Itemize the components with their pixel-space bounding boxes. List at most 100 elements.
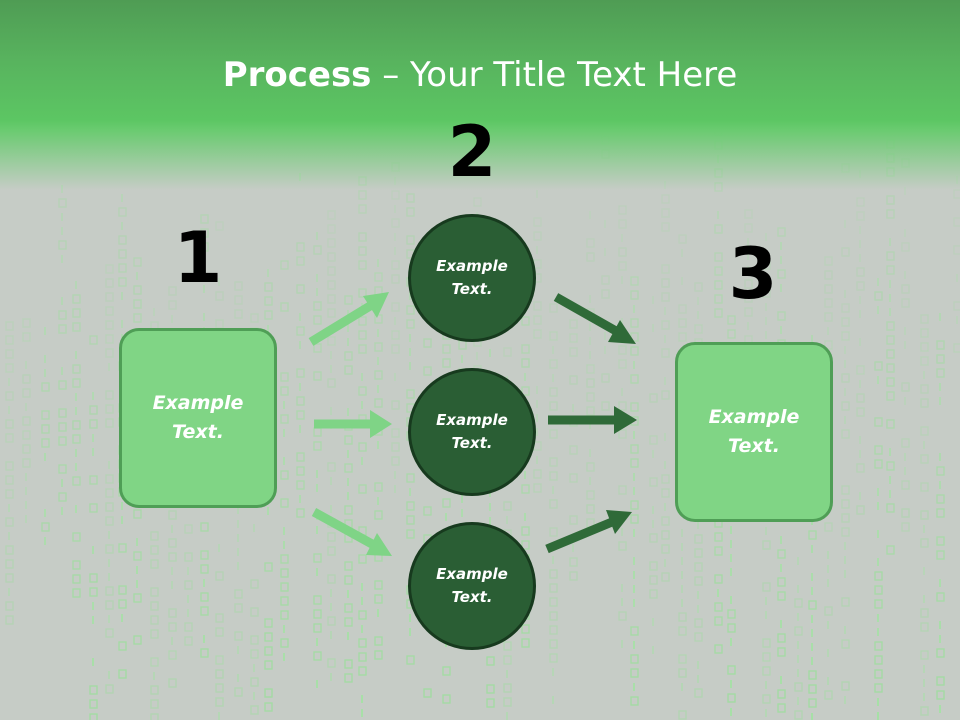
code-glyph (586, 462, 595, 472)
code-glyph (203, 579, 205, 587)
code-glyph (652, 646, 654, 654)
code-glyph (762, 540, 771, 550)
code-glyph (283, 527, 285, 535)
code-glyph (920, 328, 929, 338)
code-glyph (105, 264, 114, 274)
code-glyph (780, 564, 782, 572)
code-glyph (694, 548, 703, 558)
step-1-box[interactable]: Example Text. (119, 328, 277, 508)
code-glyph (586, 238, 595, 248)
code-glyph (886, 265, 895, 275)
code-glyph (391, 330, 400, 340)
code-glyph (361, 695, 363, 703)
code-glyph (811, 643, 813, 651)
code-glyph (874, 291, 883, 301)
code-glyph (936, 550, 945, 560)
code-glyph (621, 584, 623, 592)
code-glyph (237, 562, 239, 570)
code-glyph (253, 524, 255, 532)
code-glyph (358, 316, 367, 326)
code-glyph (184, 636, 193, 646)
code-glyph (939, 579, 941, 587)
step-3-box[interactable]: Example Text. (675, 342, 833, 522)
code-glyph (589, 477, 591, 485)
code-glyph (358, 386, 367, 396)
code-glyph (8, 532, 10, 540)
code-glyph (316, 680, 318, 688)
code-glyph (569, 319, 578, 329)
step-2-circle-3[interactable]: Example Text. (408, 522, 536, 650)
step-2-circle-2[interactable]: Example Text. (408, 368, 536, 496)
code-glyph (150, 629, 159, 639)
code-glyph (237, 646, 239, 654)
code-glyph (136, 272, 138, 280)
code-glyph (549, 639, 558, 649)
code-glyph (344, 435, 353, 445)
code-glyph (936, 466, 945, 476)
code-glyph (89, 587, 98, 597)
code-glyph (694, 324, 703, 334)
code-glyph (344, 505, 353, 515)
code-glyph (327, 294, 336, 304)
code-glyph (714, 294, 723, 304)
code-glyph (442, 498, 451, 508)
step-2-circle-1[interactable]: Example Text. (408, 214, 536, 342)
step-number-3: 3 (728, 233, 778, 315)
code-glyph (313, 343, 322, 353)
code-glyph (549, 359, 558, 369)
code-glyph (549, 303, 558, 313)
code-glyph (133, 299, 142, 309)
code-glyph (200, 242, 209, 252)
code-glyph (681, 599, 683, 607)
code-glyph (920, 426, 929, 436)
code-glyph (936, 676, 945, 686)
code-glyph (58, 198, 67, 208)
code-glyph (8, 378, 10, 386)
code-glyph (72, 308, 81, 318)
code-glyph (461, 495, 463, 503)
code-glyph (664, 307, 666, 315)
code-glyph (344, 603, 353, 613)
code-glyph (889, 280, 891, 288)
code-glyph (330, 505, 332, 513)
code-glyph (886, 391, 895, 401)
code-glyph (264, 688, 273, 698)
code-glyph (797, 655, 799, 663)
code-glyph (327, 210, 336, 220)
code-glyph (618, 401, 627, 411)
code-glyph (618, 429, 627, 439)
code-glyph (549, 625, 558, 635)
code-glyph (5, 601, 14, 611)
code-glyph (358, 190, 367, 200)
code-glyph (327, 238, 336, 248)
code-glyph (394, 471, 396, 479)
code-glyph (536, 246, 538, 254)
code-glyph (58, 492, 67, 502)
code-glyph (234, 281, 243, 291)
code-glyph (203, 271, 205, 279)
code-glyph (630, 500, 639, 510)
code-glyph (215, 655, 224, 665)
code-glyph (344, 617, 353, 627)
code-glyph (552, 346, 554, 354)
code-glyph (108, 461, 110, 469)
code-glyph (58, 464, 67, 474)
code-glyph (889, 238, 891, 246)
code-glyph (536, 414, 538, 422)
code-glyph (391, 456, 400, 466)
code-glyph (661, 292, 670, 302)
code-glyph (361, 709, 363, 717)
code-glyph (797, 557, 799, 565)
code-glyph (956, 274, 958, 282)
code-glyph (601, 275, 610, 285)
code-glyph (316, 526, 318, 534)
code-glyph (250, 649, 259, 659)
code-glyph (358, 610, 367, 620)
code-glyph (283, 429, 285, 437)
code-glyph (296, 480, 305, 490)
code-glyph (118, 585, 127, 595)
code-glyph (168, 650, 177, 660)
code-glyph (296, 242, 305, 252)
code-glyph (744, 307, 753, 317)
code-glyph (108, 363, 110, 371)
